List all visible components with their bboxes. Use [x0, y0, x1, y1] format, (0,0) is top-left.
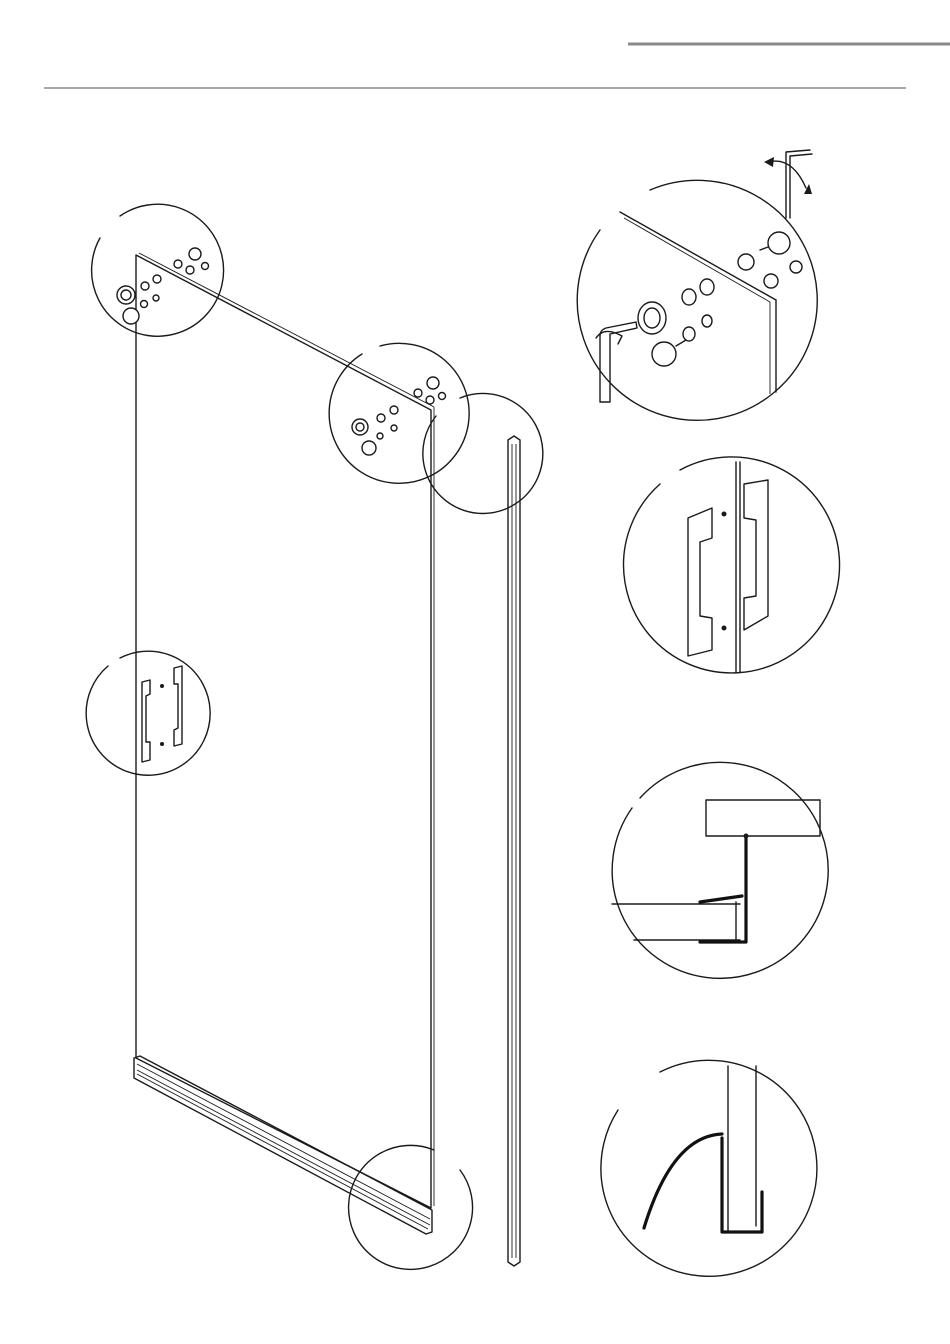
seal-profile-detail — [612, 762, 828, 978]
hinge-detail-large — [577, 150, 817, 420]
hinge-callout-top-left — [92, 204, 224, 336]
seal-top-callout — [423, 393, 543, 513]
bottom-seal-callout — [349, 1145, 473, 1269]
glass-panel-icon — [136, 255, 431, 1208]
seal-strip-icon — [508, 436, 520, 1266]
glass-door-panel — [136, 253, 434, 1208]
handle-detail-large — [624, 457, 840, 673]
hinge-icon — [189, 248, 201, 260]
handle-callout-panel — [86, 651, 210, 775]
vertical-magnetic-seal — [508, 436, 520, 1266]
handle-icon — [688, 508, 712, 656]
bottom-sweep-seal — [134, 1056, 432, 1234]
hinge-callout-top-right — [329, 343, 469, 483]
sweep-profile-detail — [601, 1060, 817, 1276]
